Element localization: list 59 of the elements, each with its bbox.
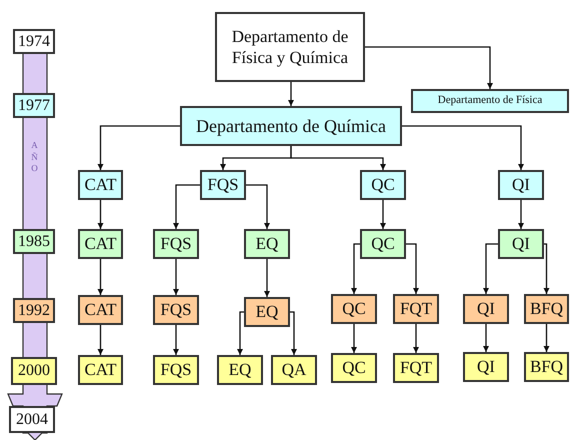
unit-box: QA	[271, 355, 317, 385]
connector-arrow	[402, 125, 524, 170]
unit-box: EQ	[217, 355, 263, 385]
year-box: 1977	[13, 93, 55, 118]
unit-box: EQ	[244, 229, 290, 259]
connector-arrow	[544, 243, 550, 294]
connector-arrow	[98, 325, 104, 355]
connector-arrow	[544, 324, 550, 352]
connector-arrow	[98, 125, 180, 170]
unit-box: QI	[463, 294, 509, 324]
unit-box: QC	[360, 229, 406, 259]
department-box: Departamento de Física	[411, 89, 569, 113]
unit-box: QC	[331, 353, 377, 383]
connector-arrow	[380, 200, 386, 229]
unit-box: QI	[463, 352, 509, 382]
unit-box: BFQ	[524, 352, 569, 382]
connector-arrow	[98, 259, 104, 295]
unit-box: QI	[498, 229, 544, 259]
unit-box: FQS	[153, 295, 199, 325]
connector-arrow	[413, 324, 419, 353]
connector-arrow	[351, 243, 360, 294]
year-box: 1974	[13, 29, 55, 54]
connector-arrow	[288, 82, 294, 106]
connector-arrow	[406, 243, 419, 294]
connector-arrow	[518, 200, 524, 229]
unit-box: EQ	[244, 297, 290, 327]
connector-arrow	[173, 259, 179, 295]
unit-box: QI	[498, 170, 544, 200]
year-box: 2004	[9, 406, 55, 433]
connector-arrow	[173, 325, 179, 355]
connector-arrow	[483, 324, 489, 352]
unit-box: FQS	[200, 170, 246, 200]
connector-arrow	[98, 200, 104, 229]
unit-box: BFQ	[524, 294, 569, 324]
connector-arrow	[246, 184, 270, 229]
connector-arrow	[290, 311, 297, 355]
connector-arrow	[173, 184, 200, 229]
unit-box: FQS	[153, 229, 199, 259]
connector-arrow	[483, 243, 498, 294]
unit-box: FQT	[393, 353, 439, 383]
unit-box: CAT	[78, 295, 123, 325]
year-box: 2000	[11, 357, 57, 385]
unit-box: CAT	[78, 229, 123, 259]
connector-arrow	[264, 259, 270, 297]
unit-box: FQS	[153, 355, 199, 385]
axis-label: AÑO	[30, 140, 39, 176]
department-box: Departamento de Química	[180, 106, 402, 146]
unit-box: CAT	[78, 355, 123, 385]
unit-box: CAT	[78, 170, 123, 200]
year-box: 1985	[13, 229, 55, 254]
connector-arrow	[365, 46, 493, 89]
department-box: Departamento de Física y Química	[215, 12, 365, 82]
unit-box: QC	[331, 294, 377, 324]
unit-box: FQT	[393, 294, 439, 324]
connector-arrow	[351, 324, 357, 353]
connector-arrow	[290, 146, 386, 170]
unit-box: QC	[360, 170, 406, 200]
year-box: 1992	[13, 298, 55, 323]
connector-arrow	[237, 311, 244, 355]
